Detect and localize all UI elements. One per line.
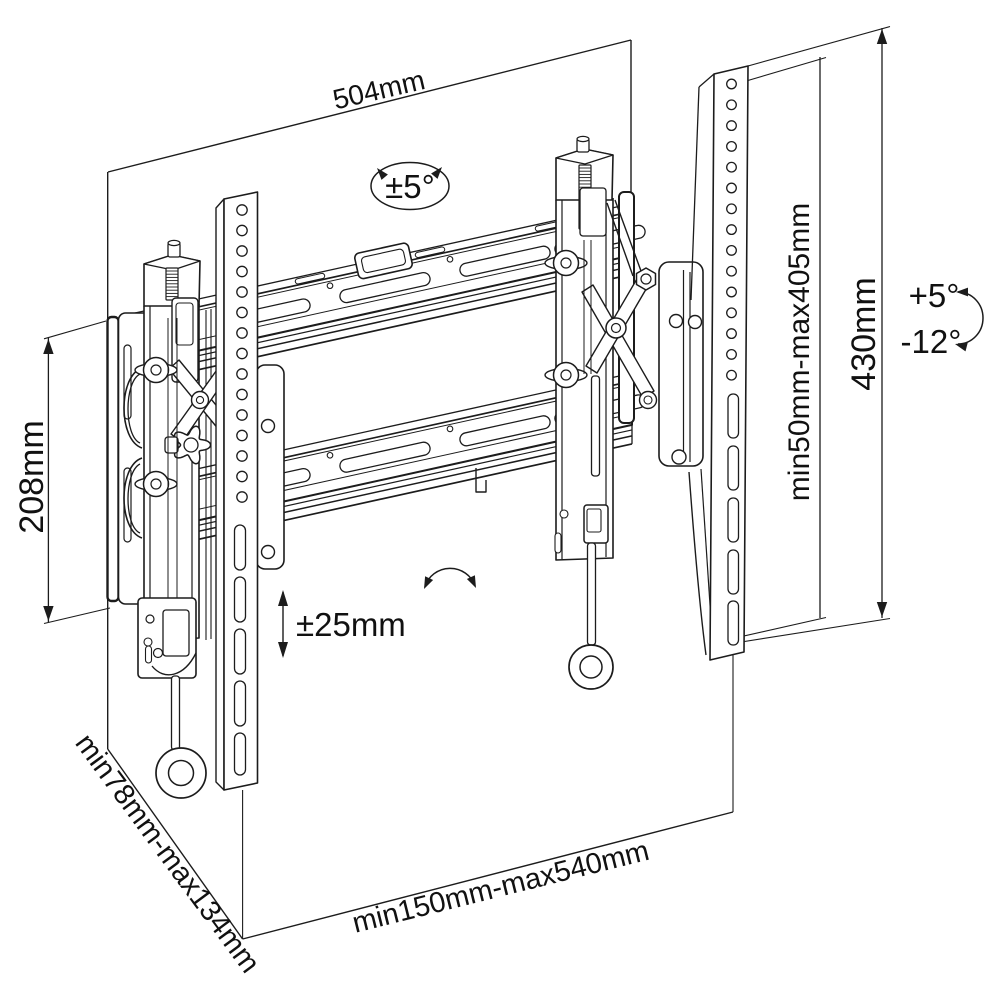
svg-text:min50mm-max405mm: min50mm-max405mm (783, 203, 816, 501)
svg-text:±25mm: ±25mm (296, 606, 406, 643)
svg-text:430mm: 430mm (845, 277, 883, 390)
svg-text:+5°: +5° (909, 277, 960, 314)
svg-text:-12°: -12° (901, 323, 962, 360)
svg-text:208mm: 208mm (13, 420, 51, 533)
svg-text:±5°: ±5° (385, 168, 435, 205)
